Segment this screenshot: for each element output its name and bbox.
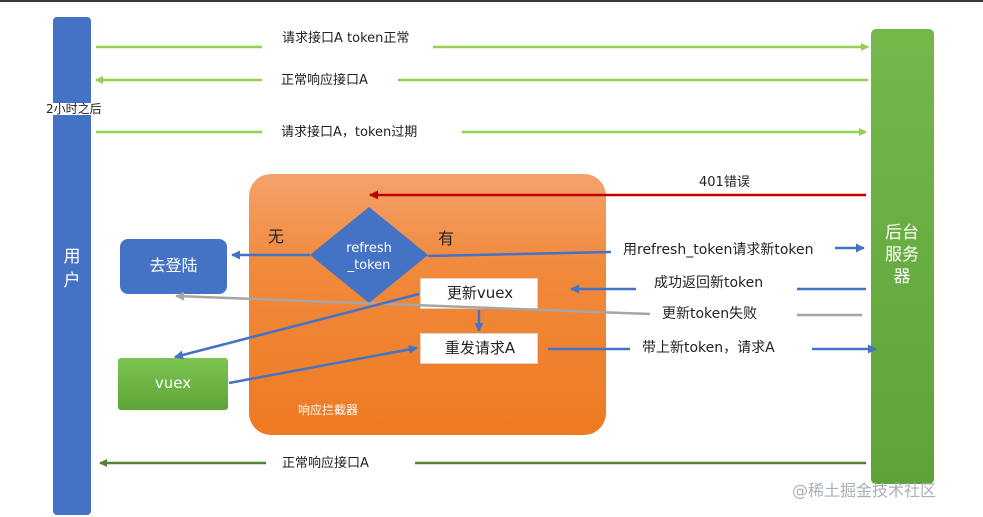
login-node [120,239,227,294]
interceptor-label: 响应拦截器 [298,403,359,417]
login-label: 去登陆 [149,256,198,275]
label-response-ok-1: 正常响应接口A [281,73,368,88]
vuex-node [118,358,228,410]
user-label: 用户 [60,245,84,293]
resend-request-node [420,333,538,364]
update-vuex-label: 更新vuex [446,284,514,302]
label-response-ok-2: 正常响应接口A [282,456,369,471]
label-refresh-fail: 更新token失败 [662,306,758,322]
refresh-token-decision [310,207,428,303]
label-time-note: 2小时之后 [46,102,102,116]
server-label: 后台服务器 [882,222,922,288]
arrow-vuex-to-resend [228,345,418,385]
label-401-error: 401错误 [699,175,750,190]
decision-label: refresh_token [336,240,402,274]
top-border [0,0,983,2]
arrow-update-vuex [174,292,420,360]
branch-yes-label: 有 [438,229,455,248]
branch-no-label: 无 [268,227,285,246]
resend-request-label: 重发请求A [444,339,516,357]
server-label-text: 后台服务器 [885,223,919,287]
label-request-token-expired: 请求接口A，token过期 [281,125,418,140]
vuex-label: vuex [154,374,192,392]
server-lifeline: 后台服务器 [871,29,934,484]
user-label-text: 用户 [63,247,81,291]
user-lifeline: 用户 [53,17,91,515]
label-refresh-request: 用refresh_token请求新token [623,242,814,258]
arrow-refresh-request [427,243,865,258]
update-vuex-node [420,278,538,309]
decision-label-text: refresh_token [346,241,392,273]
label-retry-request: 带上新token，请求A [642,340,775,356]
watermark: @稀土掘金技术社区 [792,481,937,500]
label-request-token-ok: 请求接口A token正常 [282,31,410,46]
arrow-refresh-fail [175,291,862,317]
label-refresh-success: 成功返回新token [654,275,764,291]
